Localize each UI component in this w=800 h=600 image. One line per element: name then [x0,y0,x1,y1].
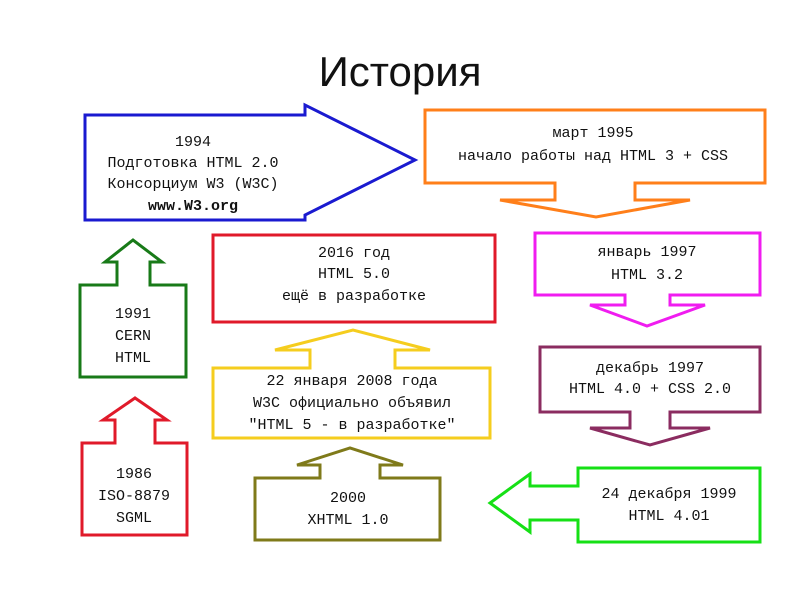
node-2008-line-2: W3C официально объявил [253,395,451,412]
slide-title: История [318,48,482,95]
node-1994-year: 1994 [175,134,211,151]
node-2008: 22 января 2008 года W3C официально объяв… [211,328,492,440]
node-1991-line-2: CERN [115,328,151,345]
node-2008-date: 22 января 2008 года [266,373,437,390]
node-1997-jan: январь 1997 HTML 3.2 [533,231,762,328]
node-2016-year: 2016 год [318,245,390,262]
node-2008-arrow-shape [211,328,492,440]
node-1995-date: март 1995 [552,125,633,142]
node-1986: 1986 ISO-8879 SGML [80,396,189,537]
node-1986-year: 1986 [116,466,152,483]
node-1997-jan-arrow-shape [533,231,762,328]
node-1994-line-3: Консорциум W3 (W3C) [107,176,278,193]
node-1991: 1991 CERN HTML [78,238,188,379]
node-1986-line-2: ISO-8879 [98,488,170,505]
node-2016: 2016 год HTML 5.0 ещё в разработке [211,233,497,324]
node-1994-link[interactable]: www.W3.org [148,198,238,215]
node-2000: 2000 XHTML 1.0 [253,446,442,542]
node-1997-jan-line-2: HTML 3.2 [611,267,683,284]
node-1995-line-2: начало работы над HTML 3 + CSS [458,148,728,165]
node-1999-date: 24 декабря 1999 [601,486,736,503]
node-1999-line-2: HTML 4.01 [628,508,709,525]
node-2000-arrow-shape [253,446,442,542]
node-1991-year: 1991 [115,306,151,323]
node-1997-dec-arrow-shape [538,345,762,447]
node-2016-line-3: ещё в разработке [282,288,426,305]
node-1997-jan-date: январь 1997 [597,244,696,261]
node-1994-line-2: Подготовка HTML 2.0 [107,155,278,172]
node-1999: 24 декабря 1999 HTML 4.01 [487,466,762,544]
node-1986-arrow-shape [80,396,189,537]
node-1997-dec-date: декабрь 1997 [596,360,704,377]
node-1995-arrow-shape [423,108,767,219]
node-2000-line-2: XHTML 1.0 [307,512,388,529]
node-2008-line-3: "HTML 5 - в разработке" [248,417,455,434]
node-2000-year: 2000 [330,490,366,507]
node-2016-box [211,233,497,324]
node-2016-line-2: HTML 5.0 [318,266,390,283]
node-1997-dec-line-2: HTML 4.0 + CSS 2.0 [569,381,731,398]
node-1999-arrow-shape [487,466,762,544]
node-1997-dec: декабрь 1997 HTML 4.0 + CSS 2.0 [538,345,762,447]
node-1991-line-3: HTML [115,350,151,367]
node-1991-arrow-shape [78,238,188,379]
node-1995: март 1995 начало работы над HTML 3 + CSS [423,108,767,219]
node-1994-arrow-shape [83,102,419,222]
node-1994: 1994 Подготовка HTML 2.0 Консорциум W3 (… [83,102,419,222]
node-1986-line-3: SGML [116,510,152,527]
